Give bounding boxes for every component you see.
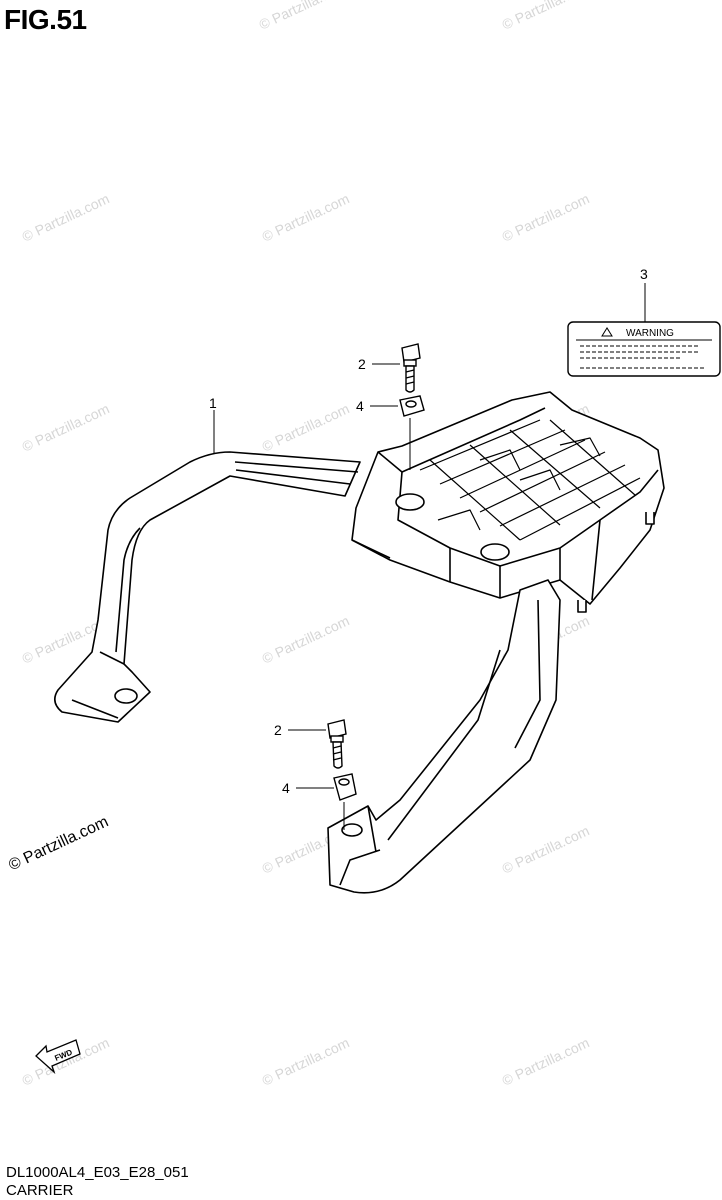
watermark: © Partzilla.com — [500, 1034, 592, 1088]
callout-2-bottom: 2 — [274, 722, 282, 738]
watermark: © Partzilla.com — [500, 822, 592, 876]
callout-3: 3 — [640, 266, 648, 282]
callouts — [213, 283, 646, 789]
watermark: © Partzilla.com — [260, 190, 352, 244]
fwd-arrow-icon: FWD — [35, 1039, 81, 1075]
watermark: © Partzilla.com — [20, 400, 112, 454]
callout-1: 1 — [209, 395, 217, 411]
watermark: © Partzilla.com — [500, 190, 592, 244]
callout-4-bottom: 4 — [282, 780, 290, 796]
callout-4-top: 4 — [356, 398, 364, 414]
bolt-bottom — [327, 719, 347, 769]
watermark: © Partzilla.com — [260, 400, 352, 454]
watermark: © Partzilla.com — [257, 0, 349, 33]
bolt-top — [401, 343, 421, 393]
warning-label-text: WARNING — [626, 328, 674, 339]
washer-bottom — [333, 773, 357, 801]
diagram-name: CARRIER — [6, 1182, 74, 1199]
watermark: © Partzilla.com — [20, 1034, 112, 1088]
watermark: © Partzilla.com — [260, 612, 352, 666]
watermark: © Partzilla.com — [20, 190, 112, 244]
diagram-code: DL1000AL4_E03_E28_051 — [6, 1164, 189, 1181]
washer-top — [399, 395, 425, 417]
watermark: © Partzilla.com — [500, 0, 592, 33]
figure-title: FIG.51 — [4, 4, 87, 35]
watermark: © Partzilla.com — [260, 1034, 352, 1088]
carrier-part — [54, 391, 665, 894]
callout-2-top: 2 — [358, 356, 366, 372]
warning-label: WARNING — [567, 321, 721, 377]
